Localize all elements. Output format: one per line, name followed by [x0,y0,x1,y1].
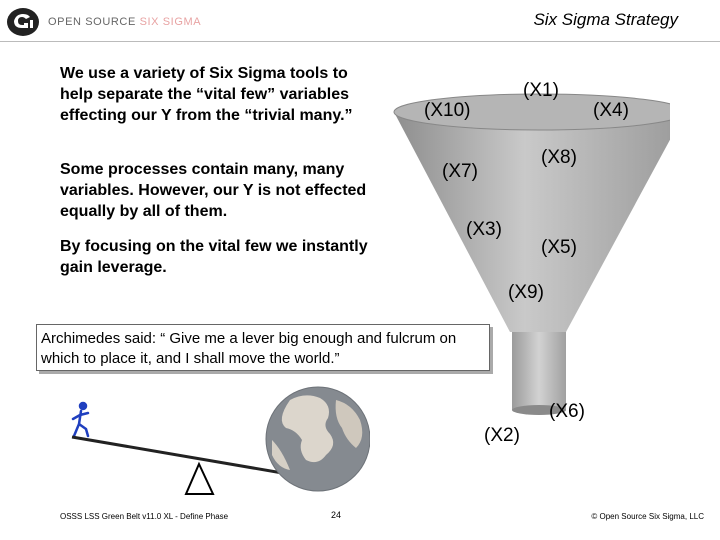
variable-label-x5: (X5) [541,237,577,258]
variable-label-x3: (X3) [466,219,502,240]
paragraph-many-variables: Some processes contain many, many variab… [60,161,367,220]
company-logo-mark-icon [7,8,39,36]
funnel-spout-opening [512,405,566,415]
archimedes-quote-box: Archimedes said: “ Give me a lever big e… [36,324,490,371]
footer-page-number: 24 [331,510,342,520]
funnel-cone [394,94,670,332]
earth-globe-icon [265,386,370,492]
variable-label-x2: (X2) [484,425,520,446]
funnel-spout [512,332,566,414]
variable-label-x7: (X7) [442,161,478,182]
footer-copyright: © Open Source Six Sigma, LLC [591,512,704,521]
company-logo-text: OPEN SOURCE SIX SIGMA [48,16,201,28]
variable-label-x10: (X10) [424,100,470,121]
running-person-icon [71,401,90,438]
variable-label-x6: (X6) [549,401,585,422]
header-divider [0,41,720,42]
variable-label-x1: (X1) [523,80,559,101]
lever-illustration [71,386,370,495]
fulcrum-triangle [184,461,215,495]
company-logo: OPEN SOURCE SIX SIGMA [6,6,206,38]
slide-title: Six Sigma Strategy [533,10,678,29]
funnel-rim [393,93,670,131]
lever-beam [71,435,301,478]
logo-text-accent: SIX SIGMA [139,16,202,28]
logo-text-prefix: OPEN SOURCE [48,16,136,28]
paragraph-vital-few: We use a variety of Six Sigma tools to h… [60,65,353,124]
paragraph-leverage: By focusing on the vital few we instantl… [60,238,368,276]
funnel-graphic: (X1) (X10) (X4) (X7) (X8) (X3) (X5) (X9)… [393,80,670,446]
variable-label-x9: (X9) [508,282,544,303]
archimedes-quote: Archimedes said: “ Give me a lever big e… [41,330,457,367]
variable-label-x8: (X8) [541,147,577,168]
variable-label-x4: (X4) [593,100,629,121]
footer-course-label: OSSS LSS Green Belt v11.0 XL - Define Ph… [60,512,229,521]
